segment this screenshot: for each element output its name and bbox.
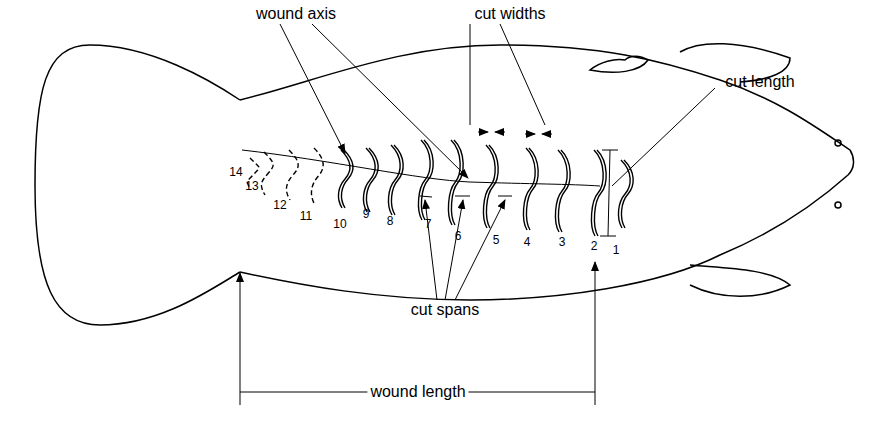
- wound-length-label: wound length: [367, 384, 468, 400]
- callout-number: 10: [333, 218, 346, 230]
- callout-number: 9: [363, 208, 370, 220]
- cut-stroke: [558, 150, 570, 232]
- cut-stroke: [366, 148, 378, 212]
- cut-stroke: [311, 148, 323, 205]
- callout-number: 8: [387, 215, 394, 227]
- cut-spans-label: cut spans: [411, 302, 479, 318]
- cut-stroke: [261, 152, 273, 195]
- callout-number: 7: [425, 218, 432, 230]
- callout-number: 3: [559, 236, 566, 248]
- cut-stroke: [451, 140, 463, 225]
- callout-number: 12: [273, 199, 286, 211]
- callout-number: 11: [300, 210, 312, 222]
- callout-number: 1: [613, 244, 620, 256]
- callout-number: 4: [524, 236, 531, 248]
- cut-stroke: [621, 160, 633, 228]
- cut-stroke: [594, 150, 606, 236]
- callout-number: 13: [245, 180, 258, 192]
- callout-number: 6: [455, 230, 462, 242]
- cut-stroke: [391, 145, 403, 215]
- callout-number: 2: [591, 240, 598, 252]
- wound-axis-label: wound axis: [256, 6, 336, 22]
- callout-number: 5: [493, 234, 500, 246]
- cut-stroke: [421, 140, 433, 220]
- cut-length-label: cut length: [725, 74, 794, 90]
- cut-widths-label: cut widths: [474, 6, 545, 22]
- callout-number: 14: [229, 166, 242, 178]
- cut-stroke: [486, 145, 498, 228]
- cut-stroke: [526, 148, 538, 230]
- cut-stroke: [341, 150, 353, 208]
